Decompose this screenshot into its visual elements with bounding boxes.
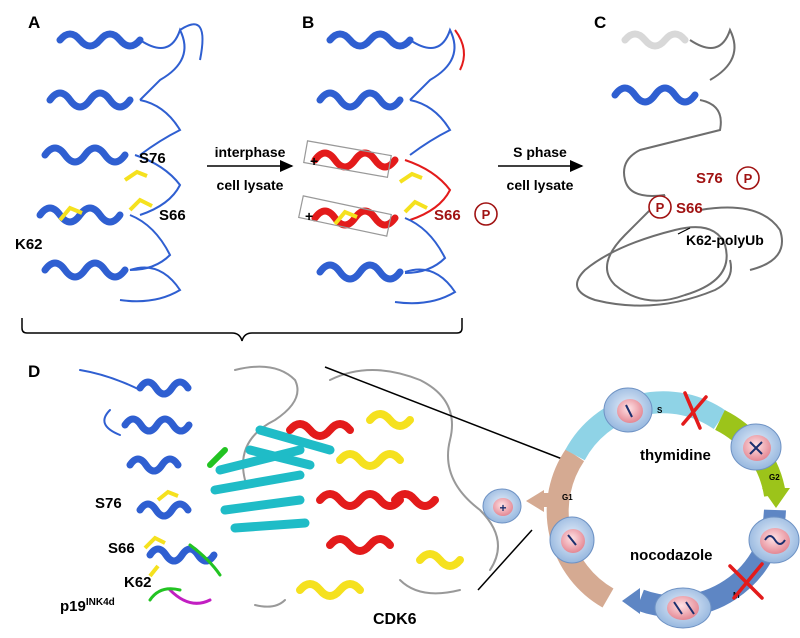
- cell-s-phase: [603, 387, 653, 433]
- nocodazole-label: nocodazole: [630, 547, 713, 564]
- arrow-s-phase: S phase cell lysate: [498, 144, 584, 193]
- cell-g1-phase: [549, 516, 595, 564]
- panel-b-sidechains: [333, 171, 428, 226]
- panel-d-p19-superscript: INK4d: [86, 597, 115, 608]
- thymidine-block-mark: [681, 391, 708, 430]
- panel-a-s66-label: S66: [159, 207, 186, 224]
- cell-telophase: [654, 587, 712, 629]
- thymidine-label: thymidine: [640, 447, 711, 464]
- panel-a-sidechains: [58, 169, 153, 222]
- panel-d-cdk6-label: CDK6: [373, 611, 417, 628]
- panel-b-dipole-box-upper: +: [303, 140, 392, 178]
- panel-d-cdk6-structure: [207, 365, 499, 608]
- phase-label-s: S: [657, 406, 663, 415]
- panel-c: C S76 P P S66 K62-polyUb: [576, 13, 783, 307]
- arrow-interphase-top-label: interphase: [215, 144, 286, 160]
- m-arrowhead: [622, 588, 640, 614]
- panel-b-plus-upper: +: [310, 153, 318, 169]
- panel-b-phospho-badge: P: [474, 202, 498, 226]
- panel-a-s76-label: S76: [139, 150, 166, 167]
- panel-a-k62-label: K62: [15, 236, 43, 253]
- phase-label-g1: G1: [562, 493, 573, 502]
- panel-a-letter: A: [28, 13, 40, 32]
- panel-a-protein-ribbon: [36, 30, 144, 281]
- panel-d-p19-base: p19: [60, 598, 86, 615]
- panel-c-phospho-s76-label: P: [744, 171, 753, 186]
- panel-b-letter: B: [302, 13, 314, 32]
- phase-label-g2: G2: [769, 473, 780, 482]
- panel-c-phospho-badge-s66: P: [648, 195, 672, 219]
- panel-d-s66-label: S66: [108, 540, 135, 557]
- panel-c-s76-label: S76: [696, 170, 723, 187]
- panel-d: D S76 S66 K62 p19INK4d: [28, 362, 800, 629]
- panel-d-s76-label: S76: [95, 495, 122, 512]
- panel-d-p19-sidechains: [143, 489, 179, 578]
- panel-b-phospho-label: P: [482, 207, 491, 222]
- bracket-brace: [21, 318, 463, 342]
- g1-exit-arrowhead: [526, 490, 544, 512]
- panel-c-unfolded-chain: [576, 27, 783, 307]
- panel-c-s66-label: S66: [676, 200, 703, 217]
- cell-g2-phase: [730, 423, 782, 471]
- arrow-s-phase-top-label: S phase: [513, 144, 567, 160]
- panel-c-phospho-s66-label: P: [656, 200, 665, 215]
- panel-d-letter: D: [28, 362, 40, 381]
- arrow-interphase: interphase cell lysate: [207, 144, 294, 193]
- panel-c-k62-label: K62-polyUb: [686, 232, 764, 248]
- panel-a: A S76 S66 K62: [15, 13, 204, 303]
- zoom-line-lower: [477, 529, 533, 591]
- panel-b-s66-label: S66: [434, 207, 461, 224]
- panel-a-loops: [119, 23, 204, 303]
- panel-d-p19-ribbon: [79, 369, 222, 605]
- zoom-line-upper: [324, 366, 571, 463]
- cell-cycle-diagram: S G2 M G1: [482, 387, 800, 629]
- panel-b-loops: [394, 27, 465, 305]
- panel-c-letter: C: [594, 13, 606, 32]
- panel-c-folded-region: [611, 30, 699, 106]
- panel-b-plus-lower: +: [305, 208, 313, 224]
- panel-d-k62-label: K62: [124, 574, 152, 591]
- panel-d-p19-label: p19INK4d: [60, 597, 115, 615]
- panel-b-protein-ribbon: [311, 30, 414, 283]
- nocodazole-block-mark: [728, 562, 764, 600]
- panel-b: B + + S66: [297, 13, 498, 305]
- arrow-interphase-bottom-label: cell lysate: [217, 177, 284, 193]
- panel-b-dipole-box-lower: +: [297, 195, 393, 237]
- panel-c-phospho-badge-s76: P: [736, 166, 760, 190]
- arrow-s-phase-bottom-label: cell lysate: [507, 177, 574, 193]
- cell-exit: +: [482, 488, 522, 524]
- cell-m-phase: [748, 516, 800, 564]
- g2-arrowhead: [762, 488, 790, 508]
- cell-exit-plus: +: [499, 501, 506, 515]
